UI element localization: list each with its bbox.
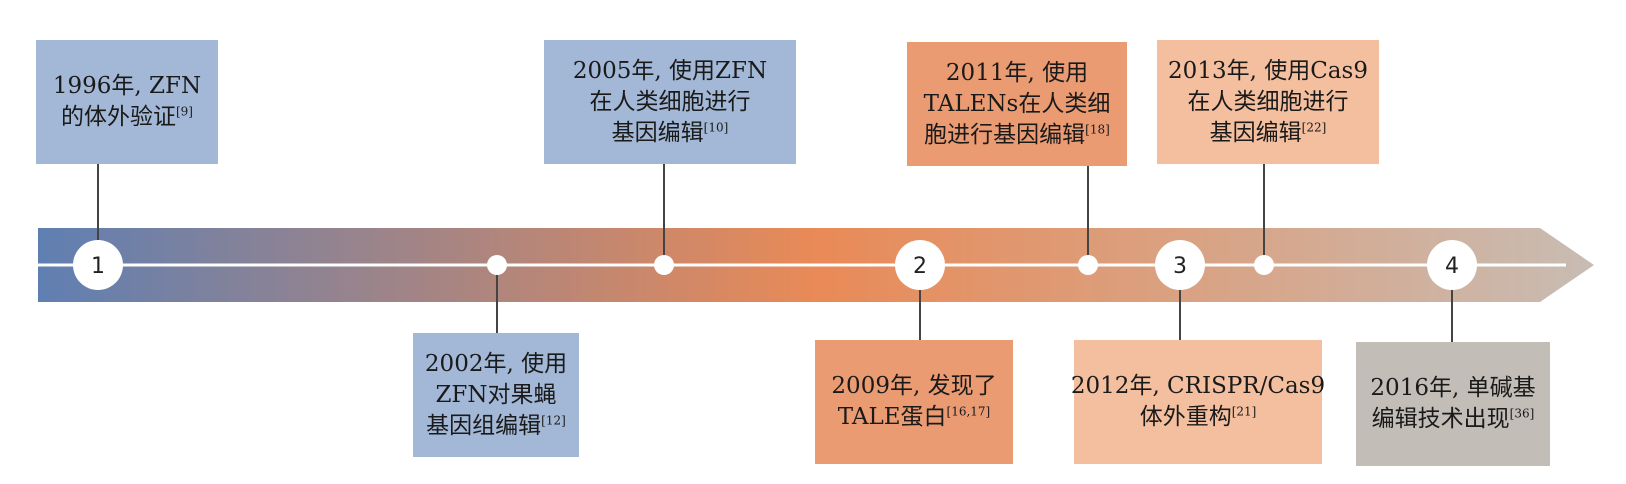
milestone-circle [1427, 240, 1477, 290]
event-text-line: 在人类细胞进行 [589, 88, 751, 115]
milestone-2: 2 [895, 240, 945, 290]
event-text-line: 的体外验证[9] [60, 104, 193, 130]
reference-marker: [22] [1301, 119, 1327, 134]
event-box-e2011: 2011年, 使用 TALENs在人类细胞进行基因编辑[18] [907, 42, 1127, 166]
event-text-line: 2016年, 单碱基 [1370, 375, 1536, 401]
milestone-circle [73, 240, 123, 290]
event-text-line: 基因编辑[10] [611, 119, 729, 146]
event-text-line: ZFN对果蝇 [435, 381, 557, 408]
reference-marker: [18] [1085, 121, 1110, 136]
reference-marker: [21] [1231, 404, 1257, 419]
axis-dot-e2013 [1254, 255, 1274, 275]
event-box-e2012: 2012年, CRISPR/Cas9 体外重构[21] [1070, 340, 1326, 464]
event-box-e2013: 2013年, 使用Cas9 在人类细胞进行基因编辑[22] [1157, 40, 1379, 164]
axis-dot-e2011 [1078, 255, 1098, 275]
milestone-circle [1155, 240, 1205, 290]
event-text-line: 2009年, 发现了 [831, 373, 997, 399]
event-text-line: 2002年, 使用 [424, 350, 568, 377]
event-text-line: 1996年, ZFN [52, 73, 202, 99]
event-text-line: 体外重构[21] [1139, 404, 1257, 430]
event-box-e2016: 2016年, 单碱基编辑技术出现[36] [1356, 342, 1550, 466]
event-text-line: 基因组编辑[12] [426, 412, 566, 439]
reference-marker: [10] [703, 119, 729, 134]
milestone-number: 2 [913, 254, 927, 279]
event-text-line: 基因编辑[22] [1209, 119, 1327, 146]
event-box-e2005: 2005年, 使用ZFN 在人类细胞进行基因编辑[10] [544, 40, 796, 164]
reference-marker: [9] [175, 104, 193, 119]
reference-marker: [12] [541, 412, 566, 427]
milestone-4: 4 [1427, 240, 1477, 290]
reference-marker: [36] [1509, 406, 1535, 421]
event-text-line: 2012年, CRISPR/Cas9 [1070, 373, 1326, 399]
event-text-line: 2013年, 使用Cas9 [1168, 57, 1368, 84]
event-box-e2009: 2009年, 发现了 TALE蛋白[16,17] [815, 340, 1013, 464]
milestone-1: 1 [73, 240, 123, 290]
milestone-number: 3 [1173, 254, 1187, 279]
milestone-3: 3 [1155, 240, 1205, 290]
reference-marker: [16,17] [946, 404, 991, 419]
event-box-e1996: 1996年, ZFN 的体外验证[9] [36, 40, 218, 164]
event-text-line: 2005年, 使用ZFN [572, 57, 768, 84]
milestone-number: 1 [91, 254, 105, 279]
event-text-line: 2011年, 使用 [945, 59, 1089, 86]
event-text-line: 在人类细胞进行 [1187, 88, 1349, 115]
axis-dot-e2002 [487, 255, 507, 275]
axis-dot-e2005 [654, 255, 674, 275]
event-text-line: TALE蛋白[16,17] [837, 404, 991, 430]
milestone-circle [895, 240, 945, 290]
event-text-line: 编辑技术出现[36] [1371, 406, 1535, 432]
event-text-line: TALENs在人类细 [923, 90, 1111, 117]
event-box-e2002: 2002年, 使用 ZFN对果蝇基因组编辑[12] [413, 333, 579, 457]
milestone-number: 4 [1445, 254, 1459, 279]
event-text-line: 胞进行基因编辑[18] [924, 121, 1110, 148]
